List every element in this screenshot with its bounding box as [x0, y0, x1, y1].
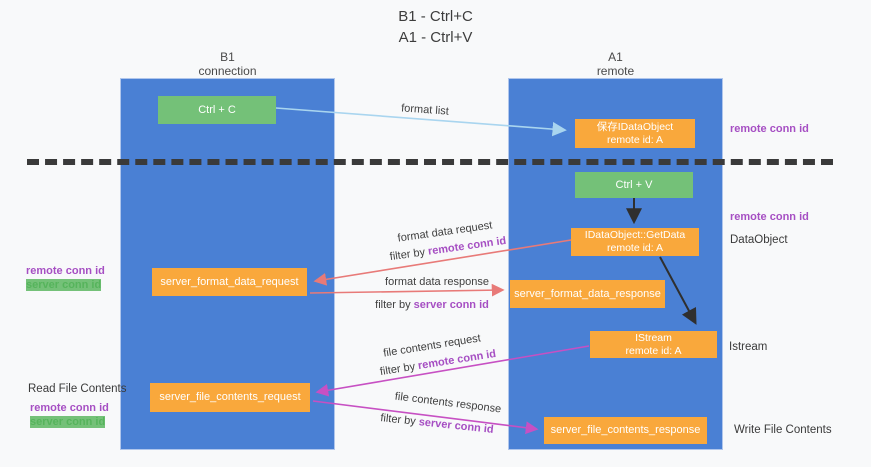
server-file-contents-response-node: server_file_contents_response	[544, 417, 707, 444]
server-format-data-request-node: server_format_data_request	[152, 268, 307, 296]
right-remote-conn-id-top-label: remote conn id	[730, 123, 809, 135]
right-column-header: A1 remote	[508, 50, 723, 78]
istream-line2: remote id: A	[625, 344, 682, 357]
diagram-title: B1 - Ctrl+C A1 - Ctrl+V	[0, 6, 871, 48]
format-data-response-arrow	[309, 283, 505, 297]
server-file-contents-request-node: server_file_contents_request	[150, 383, 310, 412]
filter-by-text: filter by	[375, 299, 414, 311]
server-format-data-request-label: server_format_data_request	[160, 275, 299, 288]
istream-side-label: Istream	[729, 341, 768, 353]
left-remote-conn-id-2-label: remote conn id	[30, 402, 109, 414]
getdata-line1: IDataObject::GetData	[584, 229, 686, 241]
save-idataobject-line2: remote id: A	[606, 133, 664, 146]
server-file-contents-request-label: server_file_contents_request	[159, 391, 301, 403]
format-data-response-filter-label: filter by server conn id	[375, 299, 489, 311]
title-line-1: B1 - Ctrl+C	[398, 8, 473, 25]
ctrl-c-node: Ctrl + C	[158, 96, 276, 124]
ctrl-v-label: Ctrl + V	[615, 178, 653, 191]
save-idataobject-line1: 保存IDataObject	[596, 120, 674, 133]
read-file-contents-label: Read File Contents	[28, 383, 127, 395]
filter-by-text: filter by	[379, 412, 420, 429]
server-format-data-response-label: server_format_data_response	[514, 287, 661, 300]
istream-node: IStream remote id: A	[590, 331, 717, 358]
left-column-name: B1	[220, 50, 235, 64]
file-contents-response-label: file contents response	[394, 390, 502, 416]
getdata-line2: remote id: A	[606, 242, 664, 254]
server-conn-id-text: server conn id	[413, 299, 489, 311]
left-column-header: B1 connection	[120, 50, 335, 78]
dataobject-label: DataObject	[730, 234, 788, 246]
left-remote-conn-id-1-label: remote conn id	[26, 265, 105, 277]
format-list-label: format list	[400, 102, 450, 118]
right-remote-conn-id-mid-label: remote conn id	[730, 211, 809, 223]
server-file-contents-response-label: server_file_contents_response	[550, 424, 701, 436]
title-line-2: A1 - Ctrl+V	[398, 29, 473, 46]
idataobject-getdata-node: IDataObject::GetData remote id: A	[571, 228, 699, 256]
left-server-conn-id-1-label: server conn id	[26, 279, 102, 291]
ctrl-v-node: Ctrl + V	[575, 172, 693, 198]
istream-line1: IStream	[635, 331, 672, 344]
right-column-name: A1	[608, 50, 623, 64]
ctrl-c-label: Ctrl + C	[198, 103, 236, 116]
file-contents-response-filter-label: filter by server conn id	[380, 412, 494, 436]
write-file-contents-label: Write File Contents	[734, 424, 832, 436]
clipboard-boundary-dashed-line	[27, 159, 833, 165]
filter-by-text: filter by	[389, 245, 429, 264]
server-conn-id-text: server conn id	[418, 416, 495, 436]
filter-by-text: filter by	[379, 360, 420, 379]
right-column-subtitle: remote	[596, 64, 635, 78]
format-data-response-label: format data response	[385, 276, 489, 288]
left-column-subtitle: connection	[198, 64, 257, 78]
save-idataobject-node: 保存IDataObject remote id: A	[575, 119, 695, 148]
left-server-conn-id-2-label: server conn id	[30, 416, 106, 428]
server-format-data-response-node: server_format_data_response	[510, 280, 665, 308]
